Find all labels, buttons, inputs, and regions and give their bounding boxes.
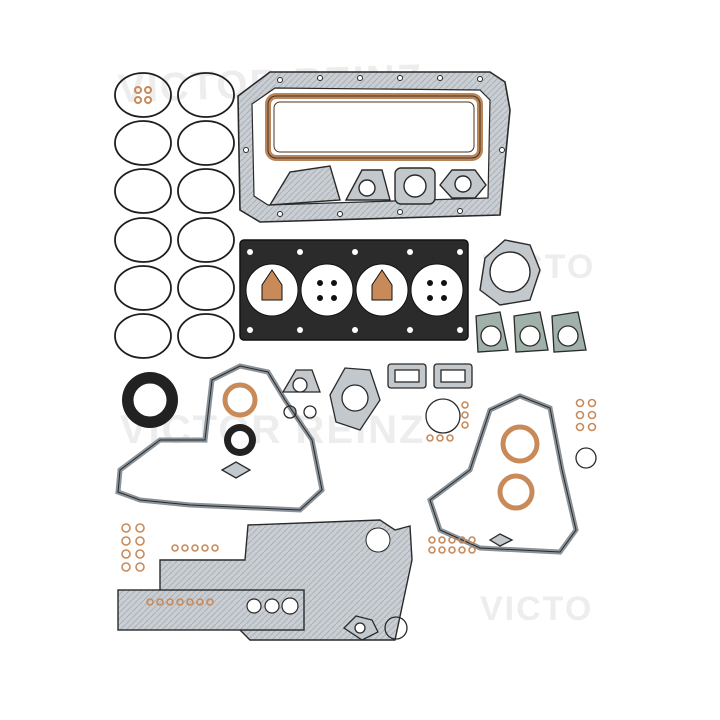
water-pump-gasket — [479, 239, 541, 306]
cylinder-head-gasket — [239, 239, 469, 341]
timing-cover-gasket-left — [115, 363, 325, 513]
timing-cover-gasket-right — [427, 393, 597, 555]
crankshaft-seal — [122, 372, 256, 456]
manifold-gaskets — [475, 311, 587, 353]
bottom-flat-gasket — [117, 589, 305, 631]
o-ring-column — [114, 72, 235, 359]
rocker-cover-gasket — [265, 93, 483, 161]
lower-cover-gasket — [159, 519, 413, 641]
watermark-logo-bottom: VICTO — [480, 590, 594, 628]
small-gaskets-center — [220, 363, 473, 479]
small-copper-washers-top — [134, 86, 152, 104]
copper-washer-rows-right — [426, 398, 597, 554]
small-flange-gaskets-top — [268, 165, 487, 206]
small-parts-bottom-right — [342, 533, 514, 641]
copper-washer-rows-left — [121, 523, 219, 606]
